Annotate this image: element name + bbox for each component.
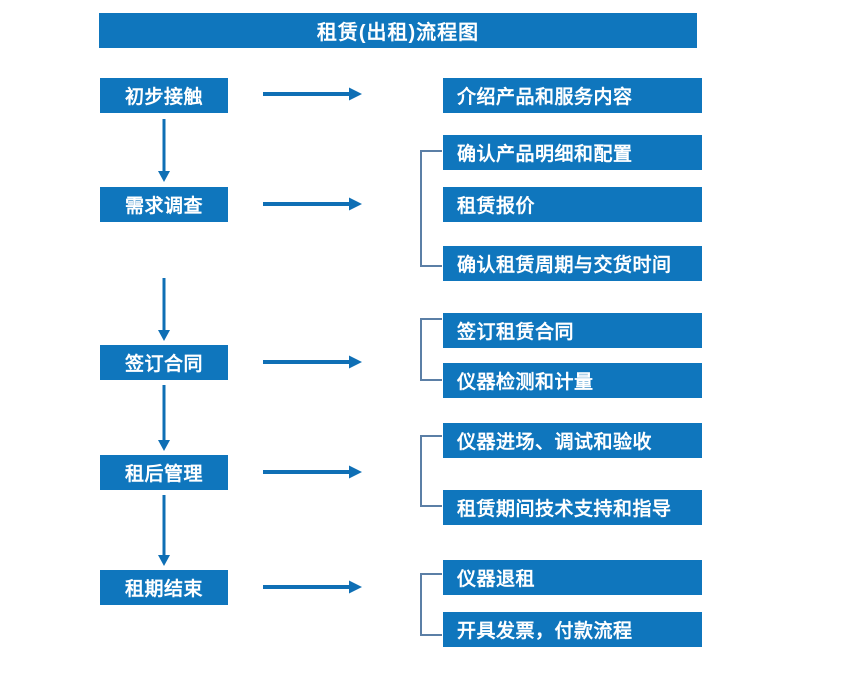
detail-box-确认租赁周期与交货时间[interactable]: 确认租赁周期与交货时间	[443, 246, 702, 281]
vertical-arrow-icon-2	[157, 278, 171, 342]
stage-box-初步接触[interactable]: 初步接触	[100, 78, 228, 113]
vertical-arrow-icon-3	[157, 385, 171, 452]
stage-box-需求调查[interactable]: 需求调查	[100, 187, 228, 222]
stage-box-租期结束[interactable]: 租期结束	[100, 570, 228, 605]
detail-box-介绍产品和服务内容[interactable]: 介绍产品和服务内容	[443, 78, 702, 113]
detail-box-仪器退租[interactable]: 仪器退租	[443, 560, 702, 595]
detail-box-仪器进场调试和验收[interactable]: 仪器进场、调试和验收	[443, 423, 702, 458]
group-bracket-2	[419, 150, 443, 267]
detail-box-租赁报价[interactable]: 租赁报价	[443, 187, 702, 222]
diagram-title-bar: 租赁(出租)流程图	[99, 13, 697, 48]
detail-box-签订租赁合同[interactable]: 签订租赁合同	[443, 313, 702, 348]
horizontal-arrow-icon-2	[263, 197, 363, 211]
group-bracket-4	[419, 435, 443, 507]
detail-box-租赁期间技术支持和指导[interactable]: 租赁期间技术支持和指导	[443, 490, 702, 525]
detail-box-仪器检测和计量[interactable]: 仪器检测和计量	[443, 363, 702, 398]
stage-box-租后管理[interactable]: 租后管理	[100, 455, 228, 490]
vertical-arrow-icon-1	[157, 119, 171, 183]
stage-box-签订合同[interactable]: 签订合同	[100, 345, 228, 380]
horizontal-arrow-icon-4	[263, 465, 363, 479]
horizontal-arrow-icon-3	[263, 355, 363, 369]
detail-box-开具发票付款流程[interactable]: 开具发票，付款流程	[443, 612, 702, 647]
detail-box-确认产品明细和配置[interactable]: 确认产品明细和配置	[443, 135, 702, 170]
horizontal-arrow-icon-5	[263, 580, 363, 594]
group-bracket-5	[419, 573, 443, 636]
group-bracket-3	[419, 318, 443, 381]
vertical-arrow-icon-4	[157, 495, 171, 567]
horizontal-arrow-icon-1	[263, 87, 363, 101]
